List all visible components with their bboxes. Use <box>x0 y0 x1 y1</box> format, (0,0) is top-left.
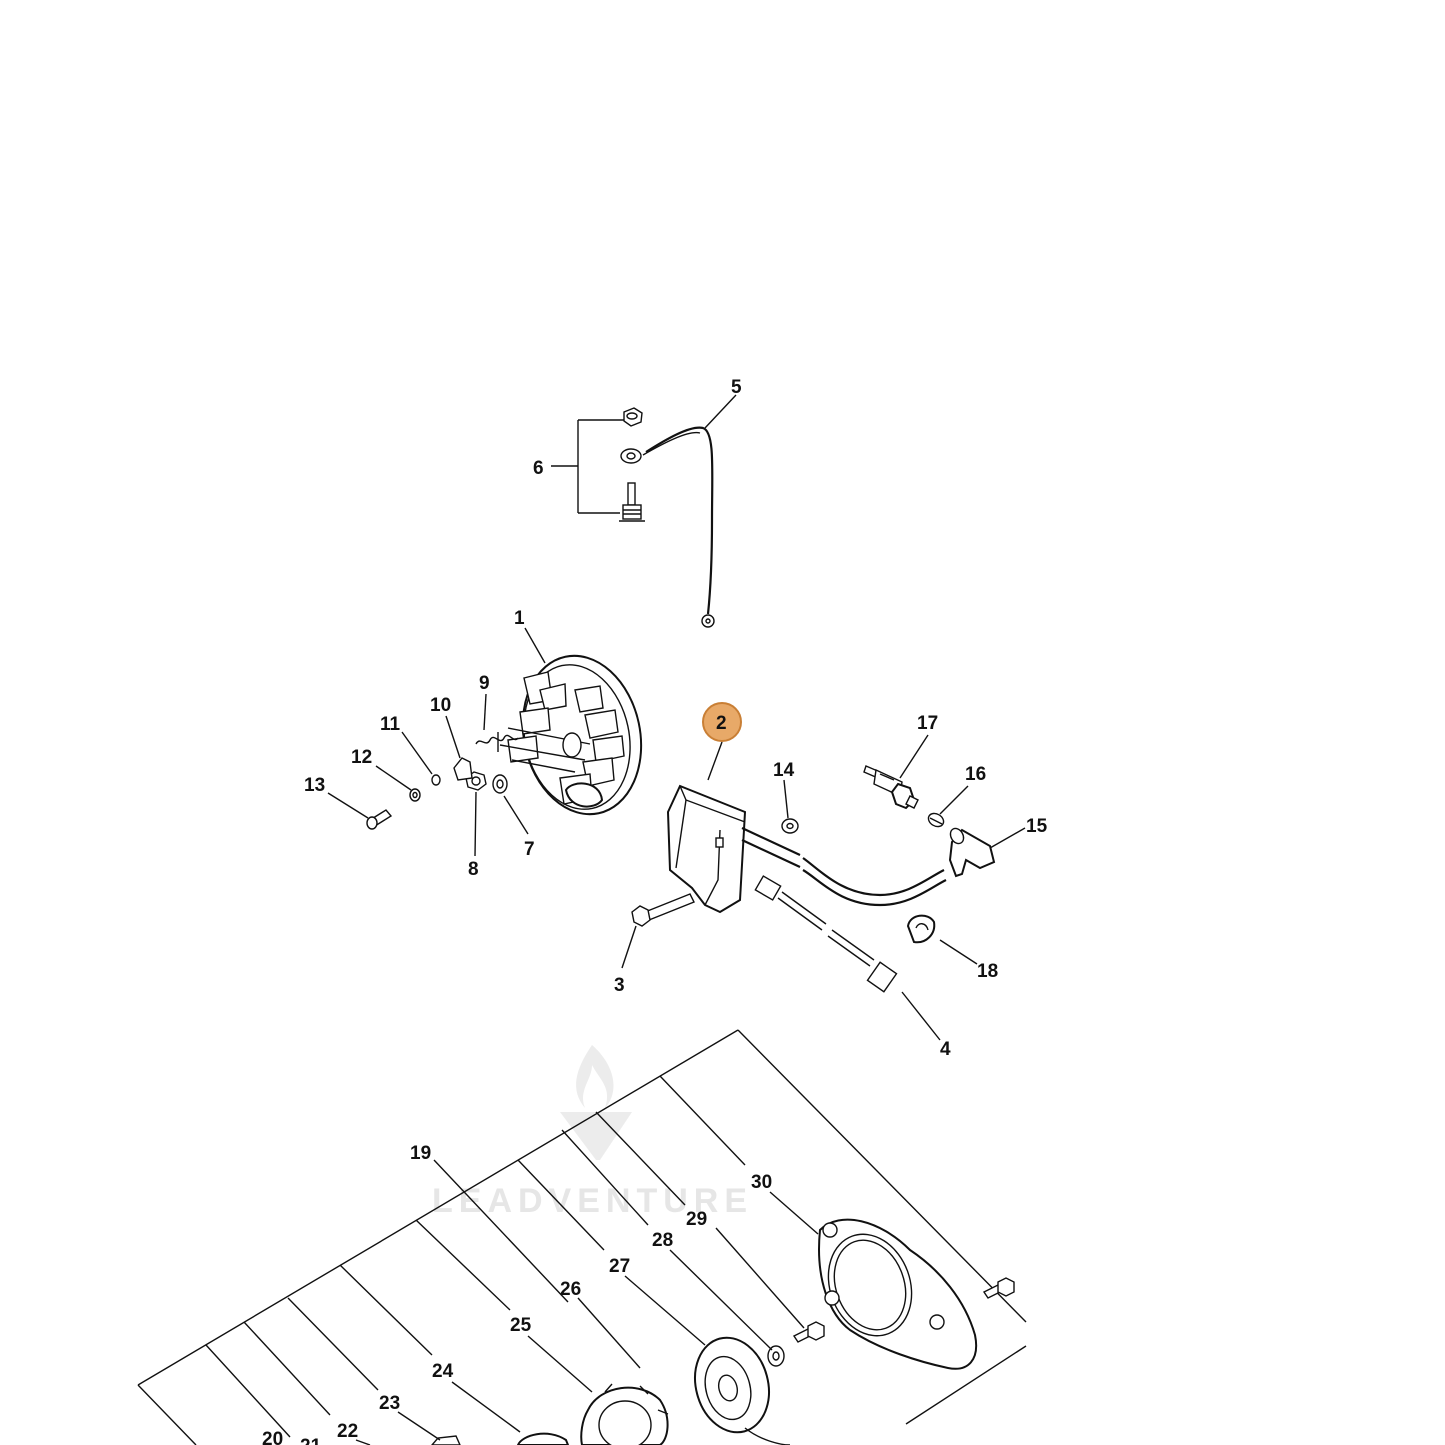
part-12-washer <box>409 788 421 802</box>
callout-13[interactable]: 13 <box>304 775 325 796</box>
part-15-spark-plug-boot <box>948 827 996 878</box>
svg-text:25: 25 <box>510 1315 532 1336</box>
callout-4[interactable]: 4 <box>940 1039 951 1060</box>
svg-text:4: 4 <box>940 1039 951 1060</box>
highlight-circle <box>702 702 742 742</box>
svg-text:7: 7 <box>524 839 535 860</box>
watermark: LEADVENTURE <box>432 1045 747 1220</box>
callout-12[interactable]: 12 <box>351 747 372 768</box>
callout-15[interactable]: 15 <box>1026 816 1048 837</box>
svg-text:11: 11 <box>380 714 401 735</box>
callout-20[interactable]: 20 <box>262 1429 283 1445</box>
callout-16[interactable]: 16 <box>965 764 986 785</box>
part-13-screw <box>366 809 393 830</box>
callout-26[interactable]: 26 <box>560 1279 581 1300</box>
svg-text:18: 18 <box>977 961 998 982</box>
callout-21[interactable]: 21 <box>300 1436 322 1445</box>
svg-text:19: 19 <box>410 1143 431 1164</box>
callout-28[interactable]: 28 <box>652 1230 673 1251</box>
part-3-screw <box>631 893 695 927</box>
svg-text:22: 22 <box>337 1421 358 1442</box>
part-2-ignition-module <box>666 784 947 914</box>
callout-leaders <box>327 394 1026 1445</box>
callout-3[interactable]: 3 <box>614 975 625 996</box>
callout-1[interactable]: 1 <box>514 608 525 629</box>
part-10-pawl <box>453 757 473 781</box>
svg-text:1: 1 <box>514 608 525 629</box>
svg-text:23: 23 <box>379 1393 400 1414</box>
svg-text:15: 15 <box>1026 816 1048 837</box>
part-17-spark-plug <box>863 765 919 810</box>
svg-text:21: 21 <box>300 1436 322 1445</box>
part-16-spring <box>927 812 945 828</box>
svg-text:28: 28 <box>652 1230 673 1251</box>
callout-19[interactable]: 19 <box>410 1143 431 1164</box>
callout-6[interactable]: 6 <box>533 458 544 479</box>
svg-text:13: 13 <box>304 775 325 796</box>
callout-5[interactable]: 5 <box>731 377 742 398</box>
part-5-ground-wire <box>642 426 715 628</box>
callout-30[interactable]: 30 <box>751 1172 772 1193</box>
callout-17[interactable]: 17 <box>917 713 938 734</box>
part-18-grommet <box>906 914 936 944</box>
part-9-spring <box>475 732 519 752</box>
part-11-washer <box>431 774 441 786</box>
svg-text:6: 6 <box>533 458 544 479</box>
callout-2-highlighted[interactable]: 2 <box>702 702 742 742</box>
callout-23[interactable]: 23 <box>379 1393 400 1414</box>
part-6-terminal-set <box>619 407 645 522</box>
svg-text:3: 3 <box>614 975 625 996</box>
callout-9[interactable]: 9 <box>479 673 490 694</box>
callout-29[interactable]: 29 <box>686 1209 707 1230</box>
part-4-short-circuit-wire <box>754 875 898 993</box>
svg-text:14: 14 <box>773 760 795 781</box>
svg-text:16: 16 <box>965 764 986 785</box>
svg-text:20: 20 <box>262 1429 283 1445</box>
svg-text:26: 26 <box>560 1279 581 1300</box>
svg-text:9: 9 <box>479 673 490 694</box>
svg-text:17: 17 <box>917 713 938 734</box>
callout-8[interactable]: 8 <box>468 859 479 880</box>
svg-text:2: 2 <box>716 713 727 734</box>
svg-text:29: 29 <box>686 1209 707 1230</box>
callout-14[interactable]: 14 <box>773 760 795 781</box>
callout-7[interactable]: 7 <box>524 839 535 860</box>
callout-25[interactable]: 25 <box>510 1315 532 1336</box>
svg-text:8: 8 <box>468 859 479 880</box>
watermark-v-icon <box>560 1112 632 1160</box>
part-7-washer <box>492 774 508 794</box>
callout-18[interactable]: 18 <box>977 961 998 982</box>
svg-text:12: 12 <box>351 747 372 768</box>
starter-assembly <box>137 1029 1027 1445</box>
svg-text:27: 27 <box>609 1256 630 1277</box>
svg-text:5: 5 <box>731 377 742 398</box>
callout-10[interactable]: 10 <box>430 695 451 716</box>
svg-text:24: 24 <box>432 1361 454 1382</box>
callouts: 1 2 3 4 5 6 7 8 9 10 11 12 13 14 15 16 1… <box>262 377 1048 1445</box>
callout-11[interactable]: 11 <box>380 714 401 735</box>
svg-text:10: 10 <box>430 695 451 716</box>
watermark-flame-icon <box>576 1045 614 1108</box>
callout-27[interactable]: 27 <box>609 1256 630 1277</box>
part-1-flywheel <box>499 654 643 816</box>
callout-22[interactable]: 22 <box>337 1421 358 1442</box>
part-14-washer <box>781 818 799 834</box>
callout-24[interactable]: 24 <box>432 1361 454 1382</box>
svg-text:30: 30 <box>751 1172 772 1193</box>
